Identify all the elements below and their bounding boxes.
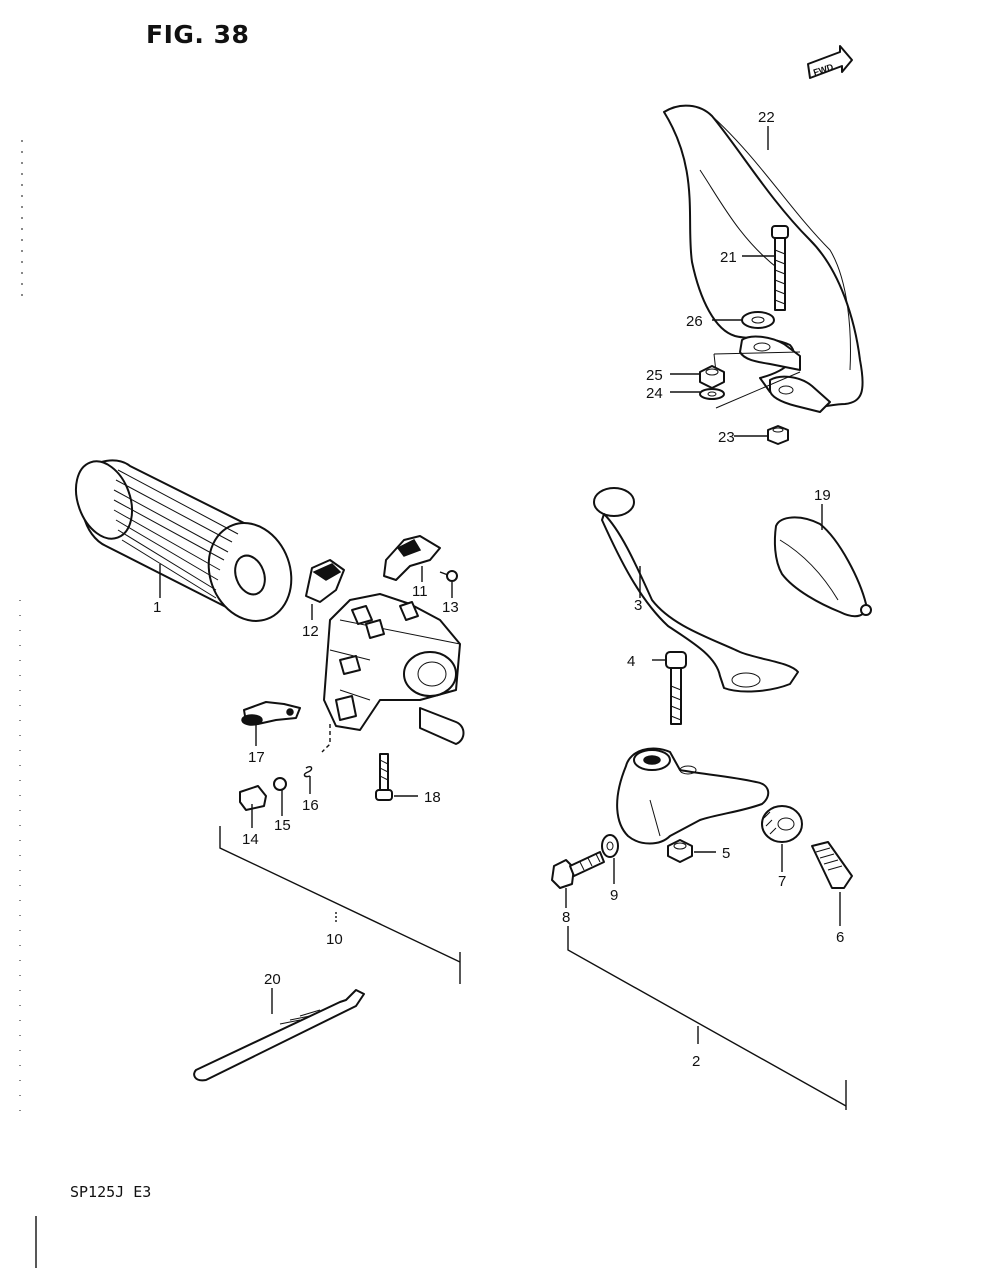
handle-grip-part [74,459,293,622]
nut-25-part [699,365,725,389]
callout-2: 2 [692,1053,700,1070]
ball-15-part [273,777,287,791]
callout-11: 11 [412,583,428,600]
switch-housing-part [323,593,465,745]
fwd-arrow-icon: FWD [807,45,853,79]
callout-16: 16 [302,797,319,814]
washer-9-part [601,834,619,858]
guard-bracket-part [713,335,831,413]
screw-18-part [375,753,393,801]
callout-23: 23 [718,429,735,446]
grommet-26-part [741,311,775,329]
callout-4: 4 [627,653,635,670]
adjuster-7-part [761,805,803,843]
callout-12: 12 [302,623,319,640]
callout-9: 9 [610,887,618,904]
callout-18: 18 [424,789,441,806]
scan-edge-marks [19,140,37,1268]
spring-16-part [303,765,313,778]
callout-25: 25 [646,367,663,384]
clutch-lever-part [593,487,799,693]
cap-14-part [239,785,267,811]
lever-cover-19-part [773,516,872,618]
choke-lever-17-part [241,701,301,726]
switch-lever-11-part [383,535,441,581]
leader-lines [159,126,847,1110]
callout-24: 24 [646,385,663,402]
lever-holder-part [616,747,770,845]
callout-8: 8 [562,909,570,926]
callout-5: 5 [722,845,730,862]
washer-24-part [699,388,725,400]
callout-15: 15 [274,817,291,834]
switch-knob-12-part [305,559,345,603]
figure-title: FIG. 38 [146,20,250,49]
model-code: SP125J E3 [70,1183,152,1201]
callout-labels: 1 2 3 4 5 6 7 8 9 10 11 12 13 14 15 16 1… [153,109,844,1070]
callout-13: 13 [442,599,459,616]
bolt-21-part [771,225,789,311]
nut-23-part [767,425,789,445]
callout-6: 6 [836,929,844,946]
adjusting-bolt-6-part [811,841,853,889]
callout-10: 10 [326,931,343,948]
callout-14: 14 [242,831,259,848]
callout-3: 3 [634,597,642,614]
bolt-8-part [551,851,605,889]
callout-26: 26 [686,313,703,330]
callout-21: 21 [720,249,737,266]
callout-22: 22 [758,109,775,126]
callout-20: 20 [264,971,281,988]
nut-5-part [667,839,693,863]
pivot-bolt-4-part [665,651,687,725]
cable-tie-20-part [193,989,365,1082]
callout-19: 19 [814,487,831,504]
screw-13-part [439,570,458,582]
callout-17: 17 [248,749,265,766]
callout-1: 1 [153,599,161,616]
callout-7: 7 [778,873,786,890]
